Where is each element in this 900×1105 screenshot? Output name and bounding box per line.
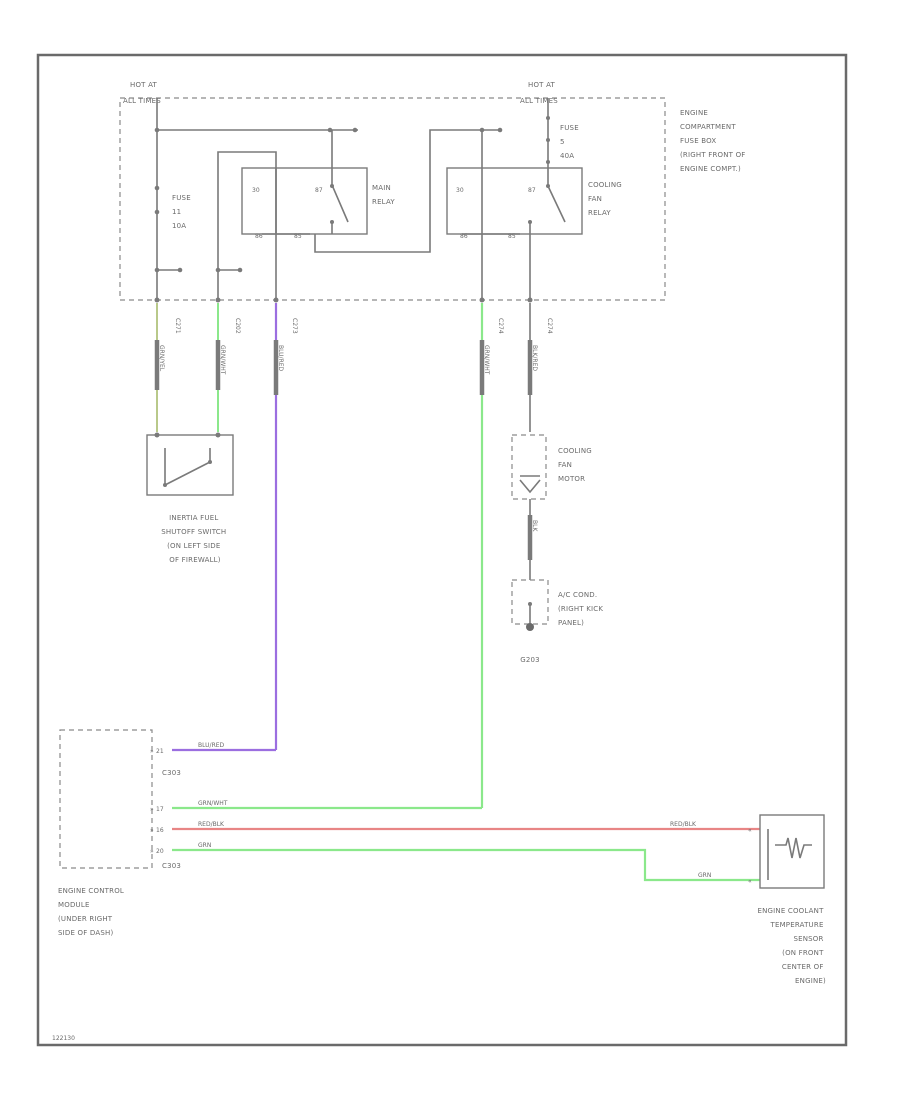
ecm-wire-red-blk: RED/BLK RED/BLK bbox=[172, 821, 760, 831]
svg-text:GRN/WHT: GRN/WHT bbox=[198, 800, 228, 807]
inertia-branch bbox=[215, 151, 277, 298]
svg-text:16: 16 bbox=[156, 827, 164, 834]
svg-text:86: 86 bbox=[460, 233, 468, 240]
connector-c303-top: C303 bbox=[162, 769, 181, 777]
svg-text:87: 87 bbox=[528, 187, 536, 194]
ecm-wire-arrows: » » » » « « bbox=[150, 748, 752, 885]
svg-text:GRN: GRN bbox=[698, 872, 711, 879]
fuse-left-label: FUSE 11 10A bbox=[172, 194, 193, 230]
hot-right-line1: HOT AT bbox=[528, 81, 556, 89]
svg-text:30: 30 bbox=[252, 187, 260, 194]
svg-text:85: 85 bbox=[508, 233, 516, 240]
hot-right-line2: ALL TIMES bbox=[520, 97, 558, 105]
wire-codes-vertical: GRN/YEL GRN/WHT BLU/RED GRN/WHT BLK/RED bbox=[158, 345, 538, 375]
inertia-switch bbox=[146, 432, 234, 496]
ac-condenser-label: A/C COND. (RIGHT KICK PANEL) bbox=[558, 591, 606, 627]
fuse-box-label: ENGINE COMPARTMENT FUSE BOX (RIGHT FRONT… bbox=[680, 109, 748, 173]
main-relay-pin86: 86 bbox=[255, 233, 263, 240]
main-relay-label: MAIN RELAY bbox=[372, 184, 395, 206]
svg-text:GRN/YEL: GRN/YEL bbox=[158, 345, 165, 372]
svg-text:C273: C273 bbox=[291, 318, 298, 334]
svg-text:«: « bbox=[748, 827, 752, 834]
svg-text:»: » bbox=[150, 827, 154, 834]
connector-label-3: C273 bbox=[291, 318, 298, 334]
connector-label-4: C274 bbox=[497, 318, 504, 334]
svg-text:30: 30 bbox=[456, 187, 464, 194]
svg-text:»: » bbox=[150, 806, 154, 813]
ecm-wire-blu-red: BLU/RED bbox=[172, 742, 276, 752]
connector-label-2: C202 bbox=[234, 318, 241, 334]
svg-text:GRN/WHT: GRN/WHT bbox=[483, 345, 490, 375]
ecm-label: ENGINE CONTROL MODULE (UNDER RIGHT SIDE … bbox=[58, 887, 126, 937]
svg-text:ALL TIMES: ALL TIMES bbox=[123, 97, 161, 105]
ect-sensor-label: ENGINE COOLANT TEMPERATURE SENSOR (ON FR… bbox=[757, 907, 826, 985]
svg-text:C303: C303 bbox=[162, 862, 181, 870]
ecm-pin-labels: 21 17 16 20 bbox=[156, 748, 164, 855]
connector-label-1: C271 bbox=[174, 318, 181, 334]
ect-sensor bbox=[759, 814, 825, 889]
ac-condenser-ground bbox=[511, 579, 549, 631]
ecm-wire-grn-wht: GRN/WHT bbox=[172, 800, 482, 810]
diagram-frame bbox=[36, 53, 848, 1047]
left-power-bus bbox=[154, 98, 358, 298]
svg-text:ALL TIMES: ALL TIMES bbox=[520, 97, 558, 105]
footer-code: 122130 bbox=[52, 1035, 75, 1042]
svg-text:17: 17 bbox=[156, 806, 164, 813]
svg-text:BLK: BLK bbox=[531, 520, 538, 532]
connector-c303-bottom: C303 bbox=[162, 862, 181, 870]
svg-text:86: 86 bbox=[255, 233, 263, 240]
main-relay-pin87: 87 bbox=[315, 187, 323, 194]
svg-text:21: 21 bbox=[156, 748, 164, 755]
svg-text:C274: C274 bbox=[546, 318, 553, 334]
cooling-fan-relay-label: COOLING FAN RELAY bbox=[588, 181, 624, 217]
fan-relay-pin86: 86 bbox=[460, 233, 468, 240]
hot-left-line1: HOT AT bbox=[130, 81, 158, 89]
fuse-box-outline bbox=[119, 97, 666, 301]
svg-text:RED/BLK: RED/BLK bbox=[670, 821, 697, 828]
svg-text:122130: 122130 bbox=[52, 1035, 75, 1042]
svg-text:87: 87 bbox=[315, 187, 323, 194]
svg-text:G203: G203 bbox=[520, 656, 540, 664]
svg-text:RED/BLK: RED/BLK bbox=[198, 821, 225, 828]
svg-text:C303: C303 bbox=[162, 769, 181, 777]
engine-control-module bbox=[59, 729, 153, 869]
svg-text:BLK/RED: BLK/RED bbox=[531, 345, 538, 371]
svg-text:20: 20 bbox=[156, 848, 164, 855]
svg-text:GRN/WHT: GRN/WHT bbox=[219, 345, 226, 375]
svg-text:BLU/RED: BLU/RED bbox=[277, 345, 284, 372]
svg-text:C271: C271 bbox=[174, 318, 181, 334]
svg-text:C274: C274 bbox=[497, 318, 504, 334]
fan-relay bbox=[446, 98, 583, 298]
hot-left-line2: ALL TIMES bbox=[123, 97, 161, 105]
fuse-box-connectors bbox=[154, 297, 533, 303]
fuse-right-label: FUSE 5 40A bbox=[560, 124, 581, 160]
fan-relay-pin30: 30 bbox=[456, 187, 464, 194]
main-relay bbox=[241, 129, 500, 253]
svg-text:85: 85 bbox=[294, 233, 302, 240]
svg-text:HOT AT: HOT AT bbox=[130, 81, 158, 89]
inertia-switch-label: INERTIA FUEL SHUTOFF SWITCH (ON LEFT SID… bbox=[161, 514, 229, 564]
main-relay-pin30: 30 bbox=[252, 187, 260, 194]
svg-text:BLU/RED: BLU/RED bbox=[198, 742, 225, 749]
cooling-fan-motor-label: COOLING FAN MOTOR bbox=[558, 447, 594, 483]
ground-label: G203 bbox=[520, 656, 540, 664]
fan-relay-pin87: 87 bbox=[528, 187, 536, 194]
ecm-wire-grn: GRN GRN bbox=[172, 842, 760, 882]
connector-label-5: C274 bbox=[546, 318, 553, 334]
fan-relay-pin85: 85 bbox=[508, 233, 516, 240]
cooling-fan-motor: BLK bbox=[511, 434, 547, 580]
svg-text:»: » bbox=[150, 848, 154, 855]
main-relay-pin85: 85 bbox=[294, 233, 302, 240]
svg-text:»: » bbox=[150, 748, 154, 755]
svg-text:HOT AT: HOT AT bbox=[528, 81, 556, 89]
svg-text:«: « bbox=[748, 878, 752, 885]
svg-text:C202: C202 bbox=[234, 318, 241, 334]
svg-text:GRN: GRN bbox=[198, 842, 211, 849]
